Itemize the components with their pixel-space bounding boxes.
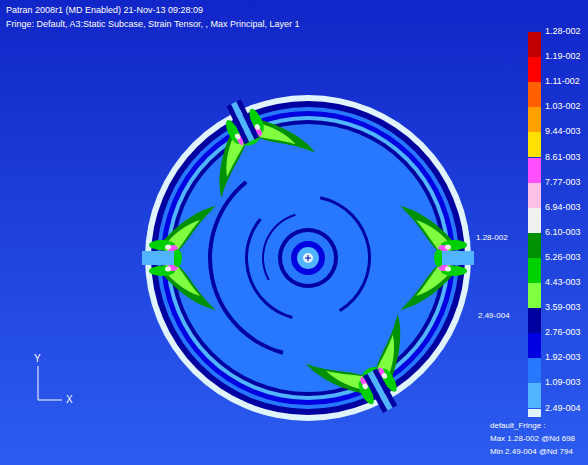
legend-value: 1.28-002 xyxy=(545,27,581,36)
hub-ring xyxy=(278,228,338,288)
legend-value: 4.43-003 xyxy=(545,278,581,287)
legend-swatch xyxy=(528,409,541,417)
slot xyxy=(187,80,315,197)
strain-peak xyxy=(165,267,171,272)
legend-value: 8.61-003 xyxy=(545,153,581,162)
legend-value: 1.92-003 xyxy=(545,353,581,362)
plot-label: Fringe: Default, A3:Static Subcase, Stra… xyxy=(6,20,299,29)
slot-wall xyxy=(373,368,397,407)
legend-value: 9.44-003 xyxy=(545,127,581,136)
legend-swatch xyxy=(528,308,541,333)
strain-ring xyxy=(157,107,459,409)
legend-value: 1.09-003 xyxy=(545,378,581,387)
center-mark xyxy=(305,255,311,261)
plot-label: Min 2.49-004 @Nd 794 xyxy=(490,448,573,456)
legend-swatch xyxy=(528,233,541,258)
strain-flare xyxy=(306,342,374,416)
legend-value: 6.10-003 xyxy=(545,228,581,237)
strain-ring xyxy=(170,120,446,396)
legend-swatch xyxy=(528,82,541,107)
plot-label: 1.28-002 xyxy=(476,234,508,242)
legend-value: 1.19-002 xyxy=(545,52,581,61)
strain-ring xyxy=(145,95,471,421)
plot-label: Y xyxy=(34,354,41,364)
strain-peak xyxy=(445,245,451,250)
legend-value: 7.77-003 xyxy=(545,178,581,187)
strain-peak xyxy=(445,267,451,272)
legend-value: 1.03-002 xyxy=(545,102,581,111)
legend-swatch xyxy=(528,183,541,208)
slot xyxy=(142,206,216,310)
legend-value: 1.11-002 xyxy=(545,77,580,86)
legend-swatch xyxy=(528,283,541,308)
slot-notch xyxy=(442,251,474,265)
hub-ring xyxy=(291,241,325,275)
legend-swatch xyxy=(528,107,541,132)
slot xyxy=(400,206,474,310)
plot-label: default_Fringe : xyxy=(490,422,546,430)
legend-value: 2.49-004 xyxy=(545,404,581,413)
hub-ring xyxy=(303,253,313,263)
slot-wall xyxy=(236,99,259,139)
legend-value: 2.76-003 xyxy=(545,328,581,337)
legend-value: 3.59-003 xyxy=(545,303,581,312)
slot-notch xyxy=(142,251,174,265)
hub-ring xyxy=(297,247,319,269)
legend-swatch xyxy=(528,158,541,183)
legend-swatch xyxy=(528,208,541,233)
strain-flare xyxy=(161,220,200,252)
legend-swatch xyxy=(528,333,541,358)
strain-flare xyxy=(416,220,455,252)
legend-swatch xyxy=(528,258,541,283)
plot-label: Max 1.28-002 @Nd 698 xyxy=(490,435,575,443)
legend-swatch xyxy=(528,383,541,408)
plot-label: 2.49-004 xyxy=(478,312,510,320)
slot xyxy=(306,314,436,434)
strain-peak xyxy=(165,245,171,250)
legend-swatch xyxy=(528,57,541,82)
legend-value: 6.94-003 xyxy=(545,203,581,212)
strain-ring xyxy=(166,116,450,400)
strain-ring xyxy=(174,124,442,392)
hub-ring xyxy=(282,232,334,284)
legend-swatch xyxy=(528,358,541,383)
legend-value: 5.26-003 xyxy=(545,253,581,262)
legend-entry: 2.49-004 xyxy=(528,409,588,434)
strain-flare xyxy=(161,264,200,296)
legend-swatch xyxy=(528,132,541,157)
strain-ring xyxy=(161,111,455,405)
legend-swatch xyxy=(528,32,541,57)
plot-label: Patran 2008r1 (MD Enabled) 21-Nov-13 09:… xyxy=(6,6,203,15)
strain-flare xyxy=(416,264,455,296)
slot-wall xyxy=(363,374,387,413)
plot-label: X xyxy=(66,395,73,405)
axis-triad xyxy=(38,366,62,400)
